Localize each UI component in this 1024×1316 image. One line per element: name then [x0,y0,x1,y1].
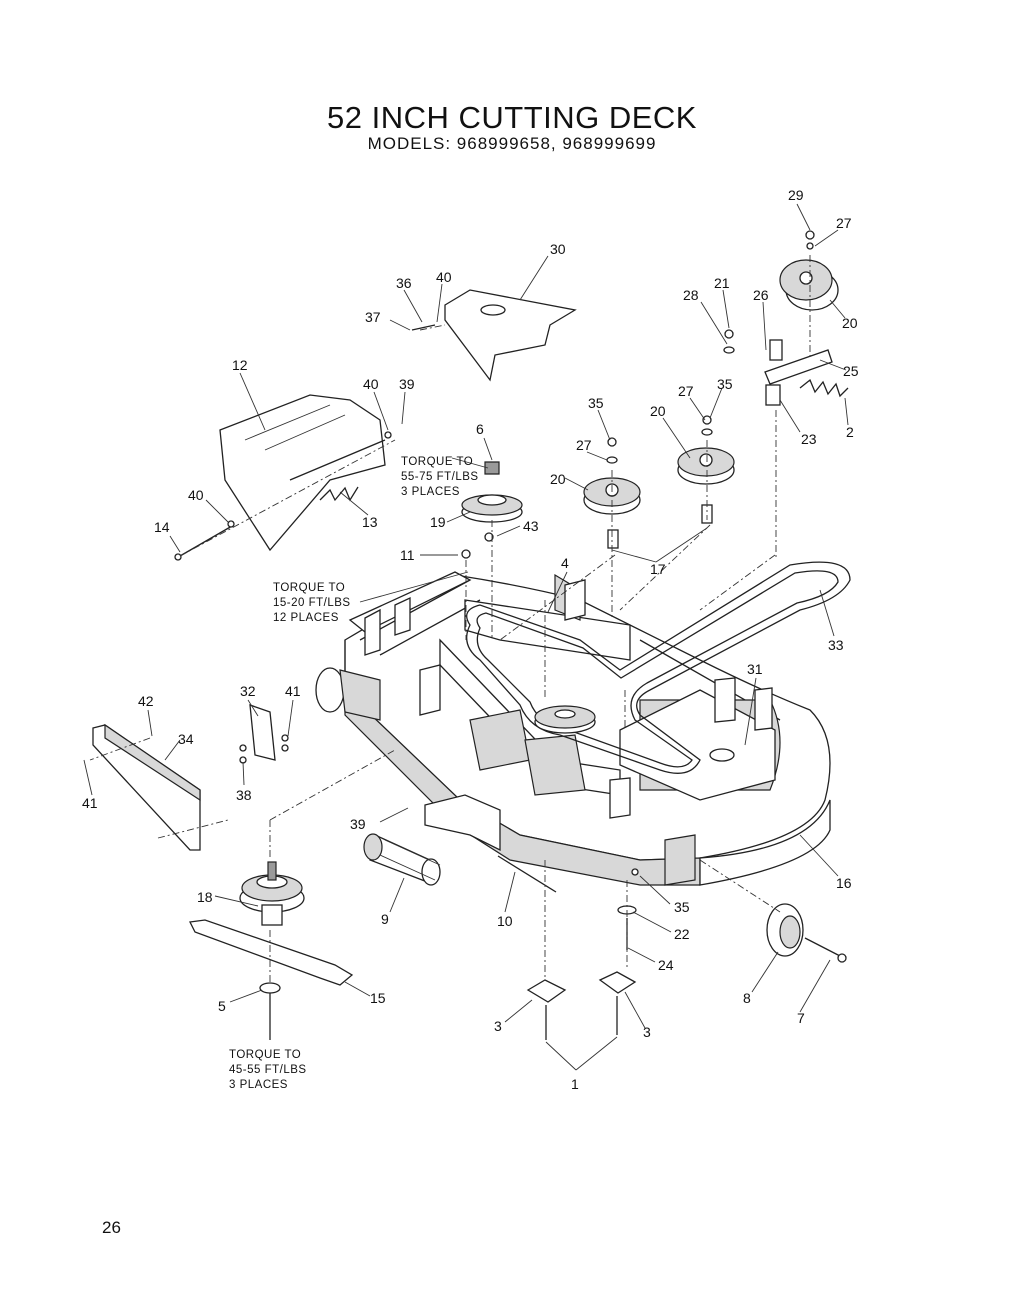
torque-note-blade: TORQUE TO 45-55 FT/LBS 3 PLACES [229,1049,307,1091]
page-title: 52 INCH CUTTING DECK [327,100,697,135]
pulley-19 [461,461,523,523]
callout: 43 [523,518,539,534]
drive-belt [466,561,851,774]
deck-arm [439,638,621,796]
callout: 37 [365,309,381,325]
mount-plates [526,971,637,1040]
roller [363,833,441,886]
callout: 7 [797,1010,805,1026]
callout: 39 [350,816,366,832]
hardware [227,230,815,559]
callout: 41 [285,683,301,699]
callout: 40 [188,487,204,503]
callout: 38 [236,787,252,803]
callout: 23 [801,431,817,447]
callout: 32 [240,683,256,699]
svg-text:3 PLACES: 3 PLACES [401,486,460,498]
callout: 12 [232,357,248,373]
callout: 35 [588,395,604,411]
callout: 2 [846,424,854,440]
leader-lines [83,203,849,1071]
callout: 1 [571,1076,579,1092]
page-number: 26 [102,1218,121,1237]
callout: 40 [363,376,379,392]
svg-text:3 PLACES: 3 PLACES [229,1079,288,1091]
gauge-wheel [766,903,847,963]
models-subtitle: MODELS: 968999658, 968999699 [367,134,657,153]
callout: 20 [650,403,666,419]
callout: 42 [138,693,154,709]
callout: 10 [497,913,513,929]
callout: 16 [836,875,852,891]
svg-text:55-75 FT/LBS: 55-75 FT/LBS [401,471,479,483]
callout: 24 [658,957,674,973]
torque-note-deck: TORQUE TO 15-20 FT/LBS 12 PLACES [273,582,351,624]
callout: 26 [753,287,769,303]
callout: 4 [561,555,569,571]
mower-blade [189,919,354,986]
callout: 17 [650,561,666,577]
belt-shield [444,289,577,382]
deck-brackets [364,579,773,819]
callout: 33 [828,637,844,653]
callout: 19 [430,514,446,530]
svg-text:45-55 FT/LBS: 45-55 FT/LBS [229,1064,307,1076]
callout: 11 [400,547,415,563]
center-spindle-pulley [534,705,596,734]
callout: 13 [362,514,378,530]
pulley-20-middle [677,447,735,524]
callout: 30 [550,241,566,257]
belt-cover [619,689,781,801]
callout: 14 [154,519,170,535]
callout: 20 [550,471,566,487]
svg-text:12 PLACES: 12 PLACES [273,612,339,624]
centerlines [89,255,811,985]
callout: 27 [836,215,852,231]
rod-10 [497,855,557,893]
callout: 18 [197,889,213,905]
callout: 34 [178,731,194,747]
callout: 40 [436,269,452,285]
callout: 25 [843,363,859,379]
callout: 22 [674,926,690,942]
callout: 5 [218,998,226,1014]
discharge-chute [219,394,386,552]
callout: 29 [788,187,804,203]
side-bracket [92,723,201,851]
deflector-spring [319,486,359,502]
callout: 15 [370,990,386,1006]
callout: 35 [674,899,690,915]
callout: 31 [747,661,763,677]
svg-text:TORQUE TO: TORQUE TO [401,456,473,468]
blade-washer [259,982,281,1040]
spindle-housing [239,861,305,926]
callout: 27 [678,383,694,399]
svg-text:TORQUE TO: TORQUE TO [229,1049,301,1061]
hinge-rod [174,525,233,561]
callout: 9 [381,911,389,927]
pulley-20-right [779,259,839,311]
deck-gauge-wheel-left [315,667,381,721]
callout: 3 [494,1018,502,1034]
torque-note-pulley: TORQUE TO 55-75 FT/LBS 3 PLACES [401,456,479,498]
bracket-32 [239,704,289,764]
idler-spring [799,378,849,398]
callout: 36 [396,275,412,291]
callout: 39 [399,376,415,392]
callout: 6 [476,421,484,437]
callout: 21 [714,275,730,291]
callout: 3 [643,1024,651,1040]
callout: 27 [576,437,592,453]
callout: 8 [743,990,751,1006]
idler-arm [764,339,833,406]
svg-text:TORQUE TO: TORQUE TO [273,582,345,594]
callout-labels: 29 27 30 36 40 28 21 26 20 37 12 25 40 3… [82,187,859,1092]
rear-support [424,794,696,886]
callout: 28 [683,287,699,303]
callout: 41 [82,795,98,811]
callout: 20 [842,315,858,331]
svg-text:15-20 FT/LBS: 15-20 FT/LBS [273,597,351,609]
callout: 35 [717,376,733,392]
